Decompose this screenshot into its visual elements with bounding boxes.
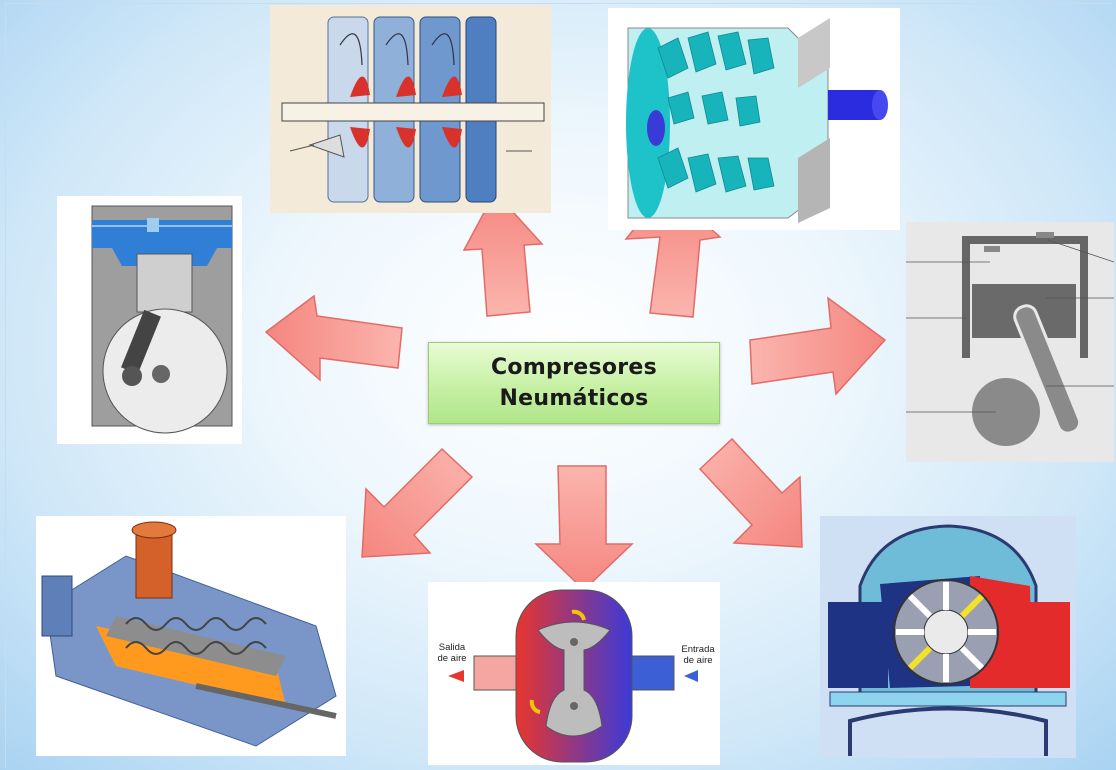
radial-compressor-image	[270, 5, 551, 213]
outlet-label-line2: de aire	[437, 653, 467, 664]
arrow-up-left	[462, 190, 544, 317]
arrow-left	[264, 294, 403, 382]
arrow-down	[534, 465, 634, 592]
inlet-label-line1: Entrada	[681, 644, 715, 655]
axial-compressor-image	[608, 8, 900, 230]
piston-schematic-image	[906, 222, 1114, 462]
outlet-label-line1: Salida	[438, 642, 466, 653]
screw-compressor-image	[36, 516, 346, 756]
roots-compressor-image: Salida de aire Entrada de aire	[428, 582, 720, 765]
title-line2: Neumáticos	[499, 386, 649, 411]
inlet-label: Entrada de aire	[676, 644, 720, 666]
title-box: Compresores Neumáticos	[428, 342, 720, 424]
vane-compressor-image	[820, 516, 1076, 758]
inlet-label-line2: de aire	[683, 655, 713, 666]
outlet-label: Salida de aire	[432, 642, 472, 664]
slide-frame	[5, 3, 1112, 769]
arrow-right	[749, 296, 887, 396]
title-line1: Compresores	[490, 355, 658, 380]
arrow-down-right	[698, 437, 803, 548]
piston-compressor-image	[57, 196, 242, 444]
arrow-down-left	[361, 447, 474, 558]
